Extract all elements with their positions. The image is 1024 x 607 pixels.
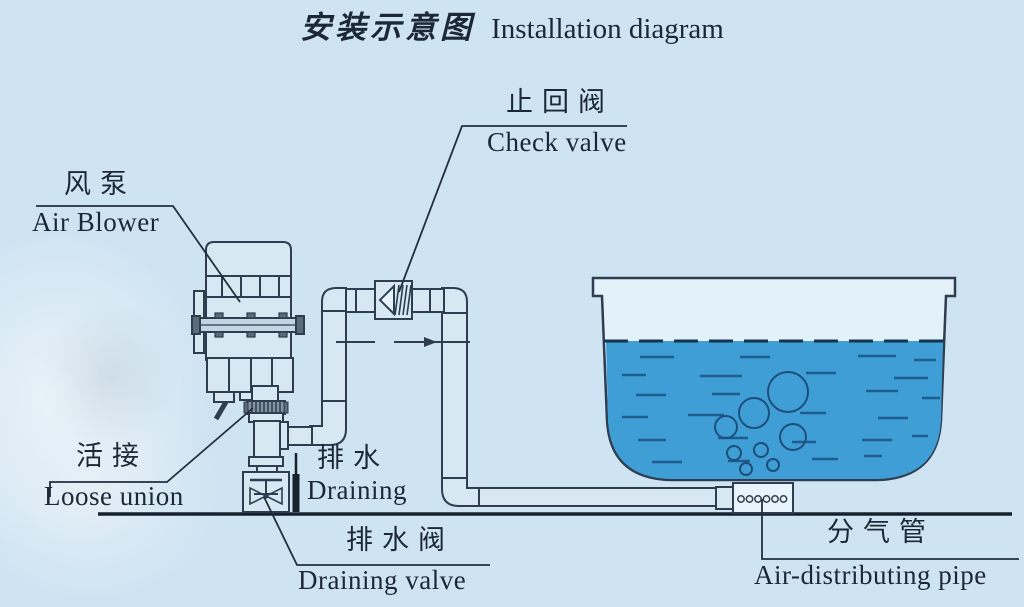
leader-lines bbox=[36, 125, 1019, 566]
tee-fitting bbox=[248, 412, 284, 475]
title-zh: 安装示意图 bbox=[300, 10, 476, 45]
label-air-blower-en: Air Blower bbox=[32, 207, 160, 237]
label-check-valve-en: Check valve bbox=[487, 127, 627, 157]
label-draining-zh: 排水 bbox=[317, 443, 389, 473]
label-loose-union-zh: 活接 bbox=[76, 441, 148, 471]
label-draining-valve-zh: 排水阀 bbox=[346, 525, 454, 555]
leader-air-blower bbox=[36, 205, 241, 303]
check-valve-cone bbox=[378, 283, 395, 317]
label-draining-valve-en: Draining valve bbox=[298, 565, 467, 595]
flow-arrow bbox=[336, 337, 470, 347]
air-blower bbox=[191, 241, 305, 421]
water-tank bbox=[591, 276, 957, 482]
leader-loose-union bbox=[49, 407, 254, 497]
air-bubbles bbox=[714, 371, 809, 476]
leader-check-valve bbox=[398, 125, 627, 293]
air-distributing-pipe bbox=[715, 482, 794, 514]
check-valve bbox=[355, 280, 431, 320]
draining-valve bbox=[242, 471, 290, 513]
label-air-blower-zh: 风泵 bbox=[64, 169, 136, 199]
check-valve-spring bbox=[394, 284, 412, 316]
pipe-loop bbox=[278, 287, 719, 507]
water-ripples bbox=[622, 354, 940, 464]
label-air-distributing-pipe-en: Air-distributing pipe bbox=[754, 560, 987, 590]
label-air-distributing-pipe-zh: 分气管 bbox=[827, 517, 935, 547]
title-en: Installation diagram bbox=[491, 13, 724, 45]
leader-air-distributing-pipe bbox=[761, 499, 1019, 560]
label-check-valve-zh: 止回阀 bbox=[506, 87, 614, 117]
blower-nozzle bbox=[213, 400, 229, 421]
leader-draining-valve bbox=[263, 496, 490, 566]
label-draining-en: Draining bbox=[307, 475, 407, 505]
label-loose-union-en: Loose union bbox=[44, 481, 184, 511]
loose-union bbox=[243, 400, 289, 415]
water bbox=[606, 341, 943, 479]
page-title: 安装示意图 Installation diagram bbox=[0, 2, 1024, 47]
